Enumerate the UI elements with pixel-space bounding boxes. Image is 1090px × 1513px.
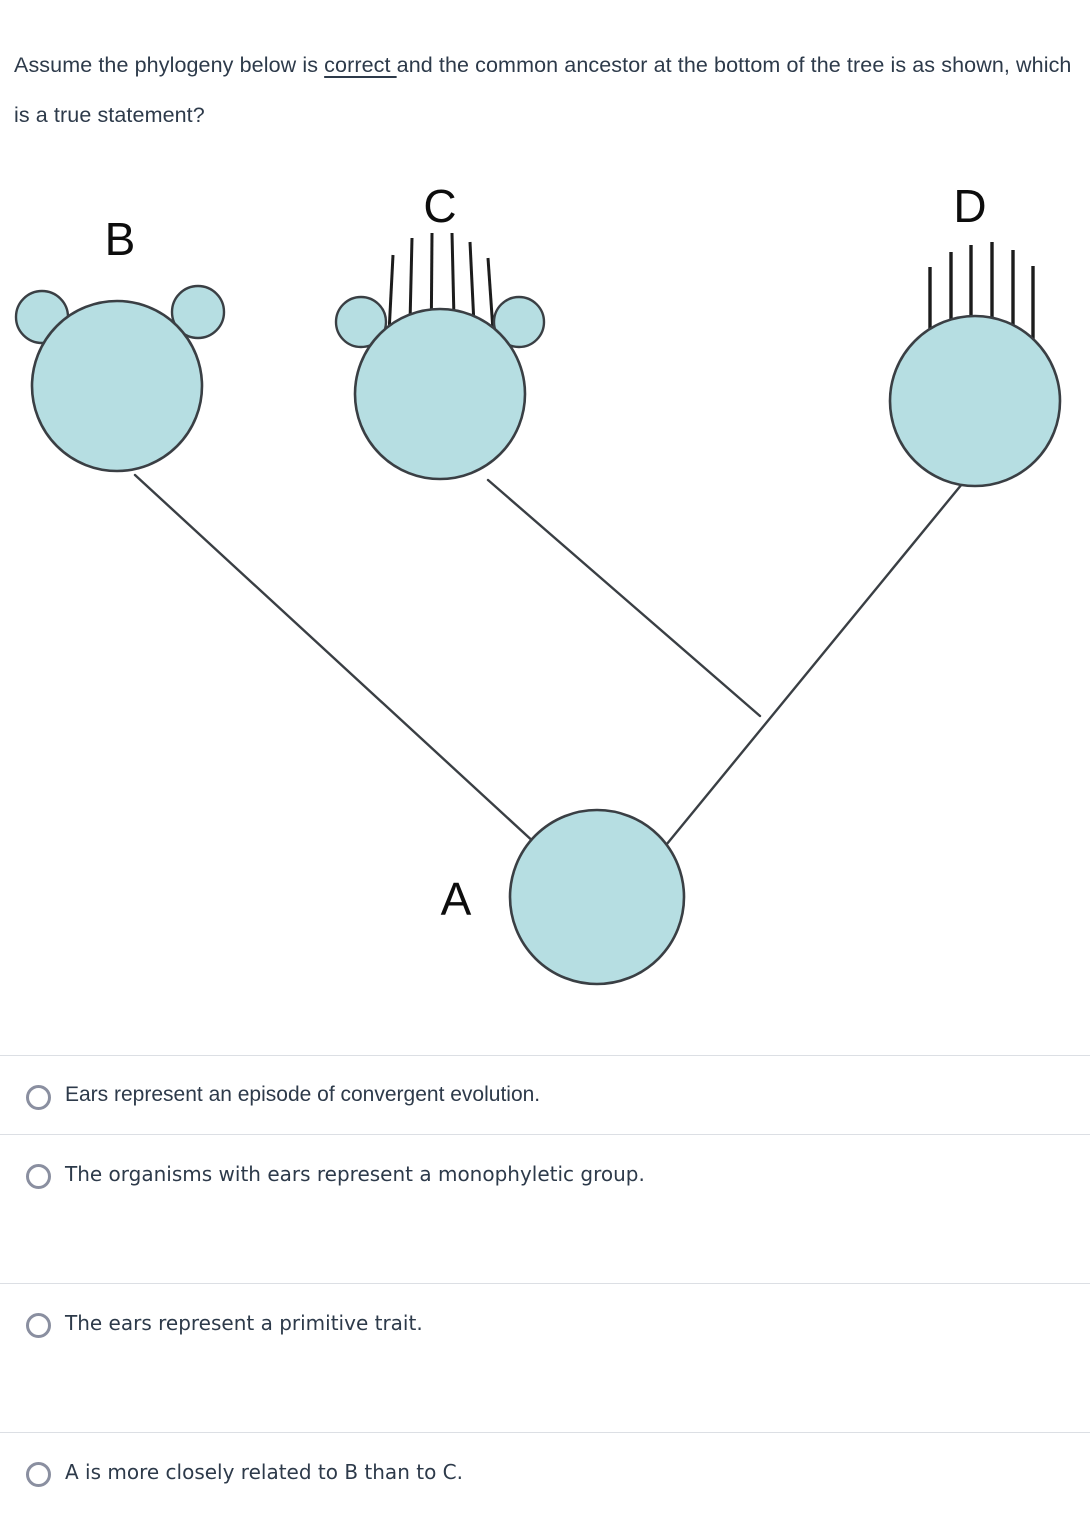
option-separator [0,1134,1090,1135]
answer-option-related[interactable]: A is more closely related to B than to C… [0,1433,1090,1513]
tree-branches [133,473,964,852]
answer-option-label: A is more closely related to B than to C… [65,1460,463,1484]
organism-d [888,242,1062,488]
organism-a [508,808,686,986]
radio-button-primitive[interactable] [26,1313,51,1338]
label-a: A [441,873,472,925]
organism-b-ear-right [170,284,226,340]
option-separator [0,1055,1090,1056]
organism-b [14,284,226,473]
option-separator [0,1283,1090,1284]
answer-options-list: Ears represent an episode of convergent … [0,1055,1090,1513]
answer-option-monophyletic[interactable]: The organisms with ears represent a mono… [0,1135,1090,1283]
question-text-part2: and the common ancestor at the bottom of… [14,53,1072,127]
option-separator [0,1432,1090,1433]
question-text-part1: Assume the phylogeny below is [14,53,325,77]
organism-d-head [888,314,1062,488]
organism-c-head [353,307,527,481]
organism-c [334,232,546,481]
question-emphasis-correct: correct [324,53,397,77]
question-text: Assume the phylogeny below is correct an… [14,40,1074,140]
label-c: C [423,180,456,232]
organism-c-ear-left [334,295,388,349]
organism-b-head [30,299,204,473]
radio-button-related[interactable] [26,1462,51,1487]
radio-button-monophyletic[interactable] [26,1164,51,1189]
answer-option-label: The ears represent a primitive trait. [65,1311,423,1335]
branch-d-to-a [660,482,964,852]
organism-c-ear-right [492,295,546,349]
answer-option-label: The organisms with ears represent a mono… [65,1162,645,1186]
label-b: B [105,213,136,265]
branch-b-to-a [133,473,539,847]
branch-c-to-junction [486,478,762,718]
answer-option-primitive[interactable]: The ears represent a primitive trait. [0,1284,1090,1432]
phylogeny-diagram: B C D A [0,150,1090,1030]
organism-a-head [508,808,686,986]
label-d: D [953,180,986,232]
answer-option-label: Ears represent an episode of convergent … [65,1083,541,1106]
answer-option-convergent[interactable]: Ears represent an episode of convergent … [0,1056,1090,1134]
radio-button-convergent[interactable] [26,1085,51,1110]
